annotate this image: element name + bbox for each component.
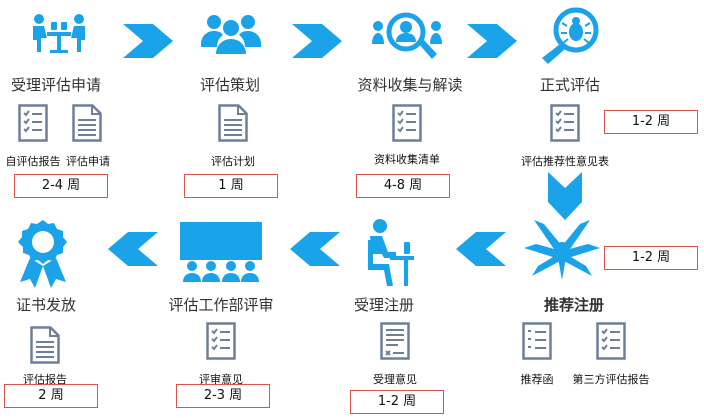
arrow-right-3 <box>467 24 517 58</box>
step-title-7: 评估工作部评审 <box>168 296 274 314</box>
meeting-table-icon <box>33 14 85 53</box>
duration-box-2: 1 周 <box>184 174 278 198</box>
presentation-board-icon <box>180 222 262 282</box>
step-title-4: 正式评估 <box>539 76 600 94</box>
arrow-right-2 <box>292 24 342 58</box>
step-title-5: 推荐注册 <box>543 296 604 314</box>
checklist-doc-icon <box>550 104 580 142</box>
duration-box-7: 2-3 周 <box>176 384 270 408</box>
magnifier-bug-icon <box>542 7 599 64</box>
duration-box-8: 2 周 <box>4 384 98 408</box>
duration-box-4: 1-2 周 <box>604 110 698 134</box>
doc-label-acceptance-opinion: 受理意见 <box>373 373 417 386</box>
doc-label-third-party-report: 第三方评估报告 <box>572 373 650 386</box>
doc-label-recommendation-form: 评估推荐性意见表 <box>521 155 609 168</box>
step-title-3: 资料收集与解读 <box>357 76 463 94</box>
hands-together-icon <box>524 220 600 280</box>
checklist-doc-icon <box>522 322 552 360</box>
doc-label-application: 评估申请 <box>66 155 110 168</box>
lines-doc-icon <box>30 326 60 364</box>
person-at-desk-icon <box>368 219 414 286</box>
doc-label-plan: 评估计划 <box>211 155 255 168</box>
doc-label-final-report: 评估报告 <box>23 373 67 386</box>
checklist-doc-icon <box>206 322 236 360</box>
step-title-6: 受理注册 <box>353 296 414 314</box>
doc-label-recommendation-letter: 推荐函 <box>520 373 554 386</box>
lines-doc-icon <box>72 104 102 142</box>
lines-doc-icon <box>218 104 248 142</box>
doc-label-self-report: 自评估报告 <box>5 155 61 168</box>
arrow-right-1 <box>123 24 173 58</box>
checklist-doc-icon <box>18 104 48 142</box>
step-title-1: 受理评估申请 <box>10 76 101 94</box>
people-group-icon <box>201 15 261 54</box>
award-ribbon-icon <box>18 220 67 288</box>
checklist-doc-icon <box>596 322 626 360</box>
duration-box-6: 1-2 周 <box>350 390 444 414</box>
arrow-left-1 <box>108 232 158 266</box>
step-title-8: 证书发放 <box>15 296 76 314</box>
duration-box-1: 2-4 周 <box>14 174 108 198</box>
doc-label-collection-list: 资料收集清单 <box>374 153 440 166</box>
duration-box-3: 4-8 周 <box>356 174 450 198</box>
arrow-down <box>548 172 582 220</box>
step-title-2: 评估策划 <box>199 76 260 94</box>
doc-label-review-opinion: 评审意见 <box>199 373 243 386</box>
checklist-doc-icon <box>392 104 422 142</box>
form-doc-icon <box>380 322 410 360</box>
arrow-left-2 <box>290 232 340 266</box>
duration-box-5: 1-2 周 <box>604 246 698 270</box>
magnifier-person-icon <box>372 12 442 59</box>
arrow-left-3 <box>456 232 506 266</box>
